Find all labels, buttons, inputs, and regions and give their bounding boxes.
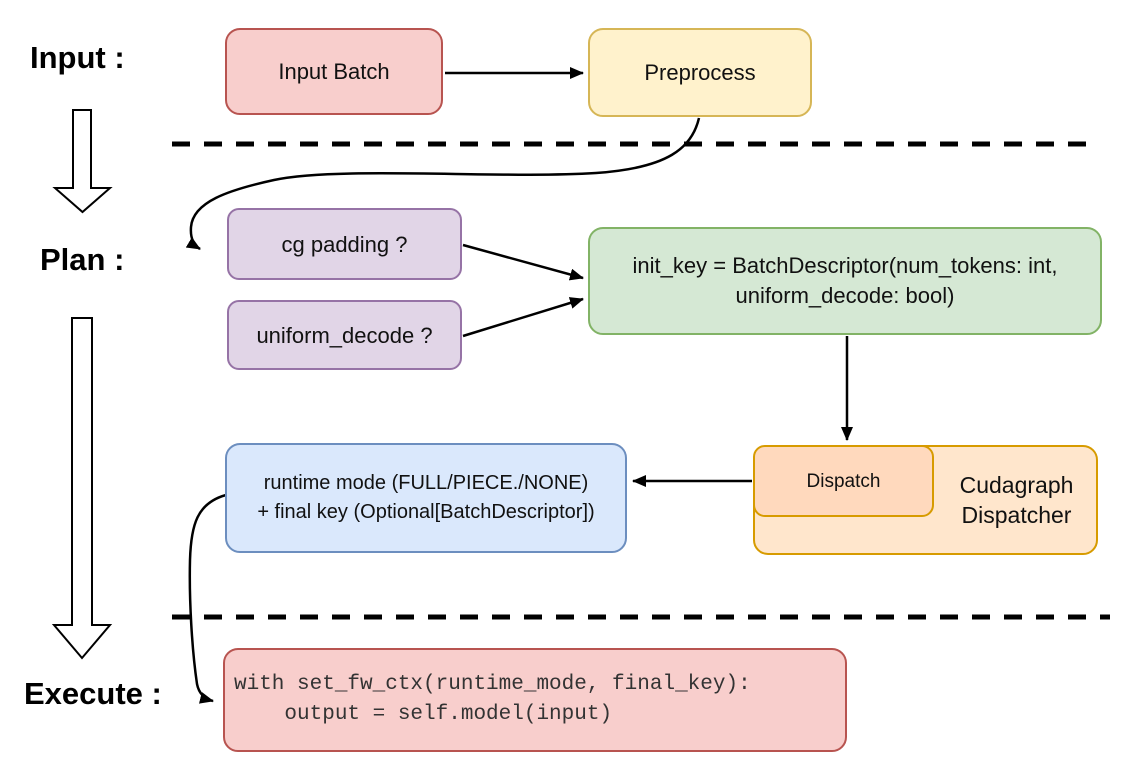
node-init-key: init_key = BatchDescriptor(num_tokens: i… <box>588 227 1102 335</box>
arrow-cg-padding-to-init-key <box>462 243 584 281</box>
arrow-runtime-mode-to-execute-code <box>188 493 227 704</box>
node-input-batch: Input Batch <box>225 28 443 115</box>
arrow-uniform-decode-to-init-key <box>462 297 584 338</box>
node-cg-padding: cg padding ? <box>227 208 462 280</box>
node-uniform-decode-label: uniform_decode ? <box>256 322 433 348</box>
cudagraph-dispatcher-line1: Cudagraph <box>959 472 1074 498</box>
node-cg-padding-label: cg padding ? <box>281 231 408 257</box>
node-runtime-mode: runtime mode (FULL/PIECE./NONE) + final … <box>225 443 627 553</box>
node-init-key-line1: init_key = BatchDescriptor(num_tokens: i… <box>632 253 1058 278</box>
node-runtime-mode-line1: runtime mode (FULL/PIECE./NONE) <box>263 472 589 494</box>
input-phase-arrow <box>52 109 113 214</box>
node-init-key-line2: uniform_decode: bool) <box>735 283 955 308</box>
plan-phase-label: Plan : <box>40 242 125 277</box>
node-dispatch: Dispatch <box>753 445 934 517</box>
node-dispatch-label: Dispatch <box>806 470 881 492</box>
node-preprocess: Preprocess <box>588 28 812 117</box>
node-uniform-decode: uniform_decode ? <box>227 300 462 370</box>
cudagraph-dispatcher-line2: Dispatcher <box>961 502 1072 528</box>
node-execute-code: with set_fw_ctx(runtime_mode, final_key)… <box>223 648 847 752</box>
node-preprocess-label: Preprocess <box>644 60 756 85</box>
execute-code-line2: output = self.model(input) <box>234 703 613 726</box>
node-input-batch-label: Input Batch <box>278 59 390 84</box>
execute-phase-label: Execute : <box>24 676 162 711</box>
input-phase-label: Input : <box>30 40 125 75</box>
node-runtime-mode-line2: + final key (Optional[BatchDescriptor]) <box>257 501 595 523</box>
execute-code-line1: with set_fw_ctx(runtime_mode, final_key)… <box>234 673 751 696</box>
plan-phase-arrow <box>51 317 113 660</box>
node-cudagraph-dispatcher-label: Cudagraph Dispatcher <box>935 445 1098 555</box>
